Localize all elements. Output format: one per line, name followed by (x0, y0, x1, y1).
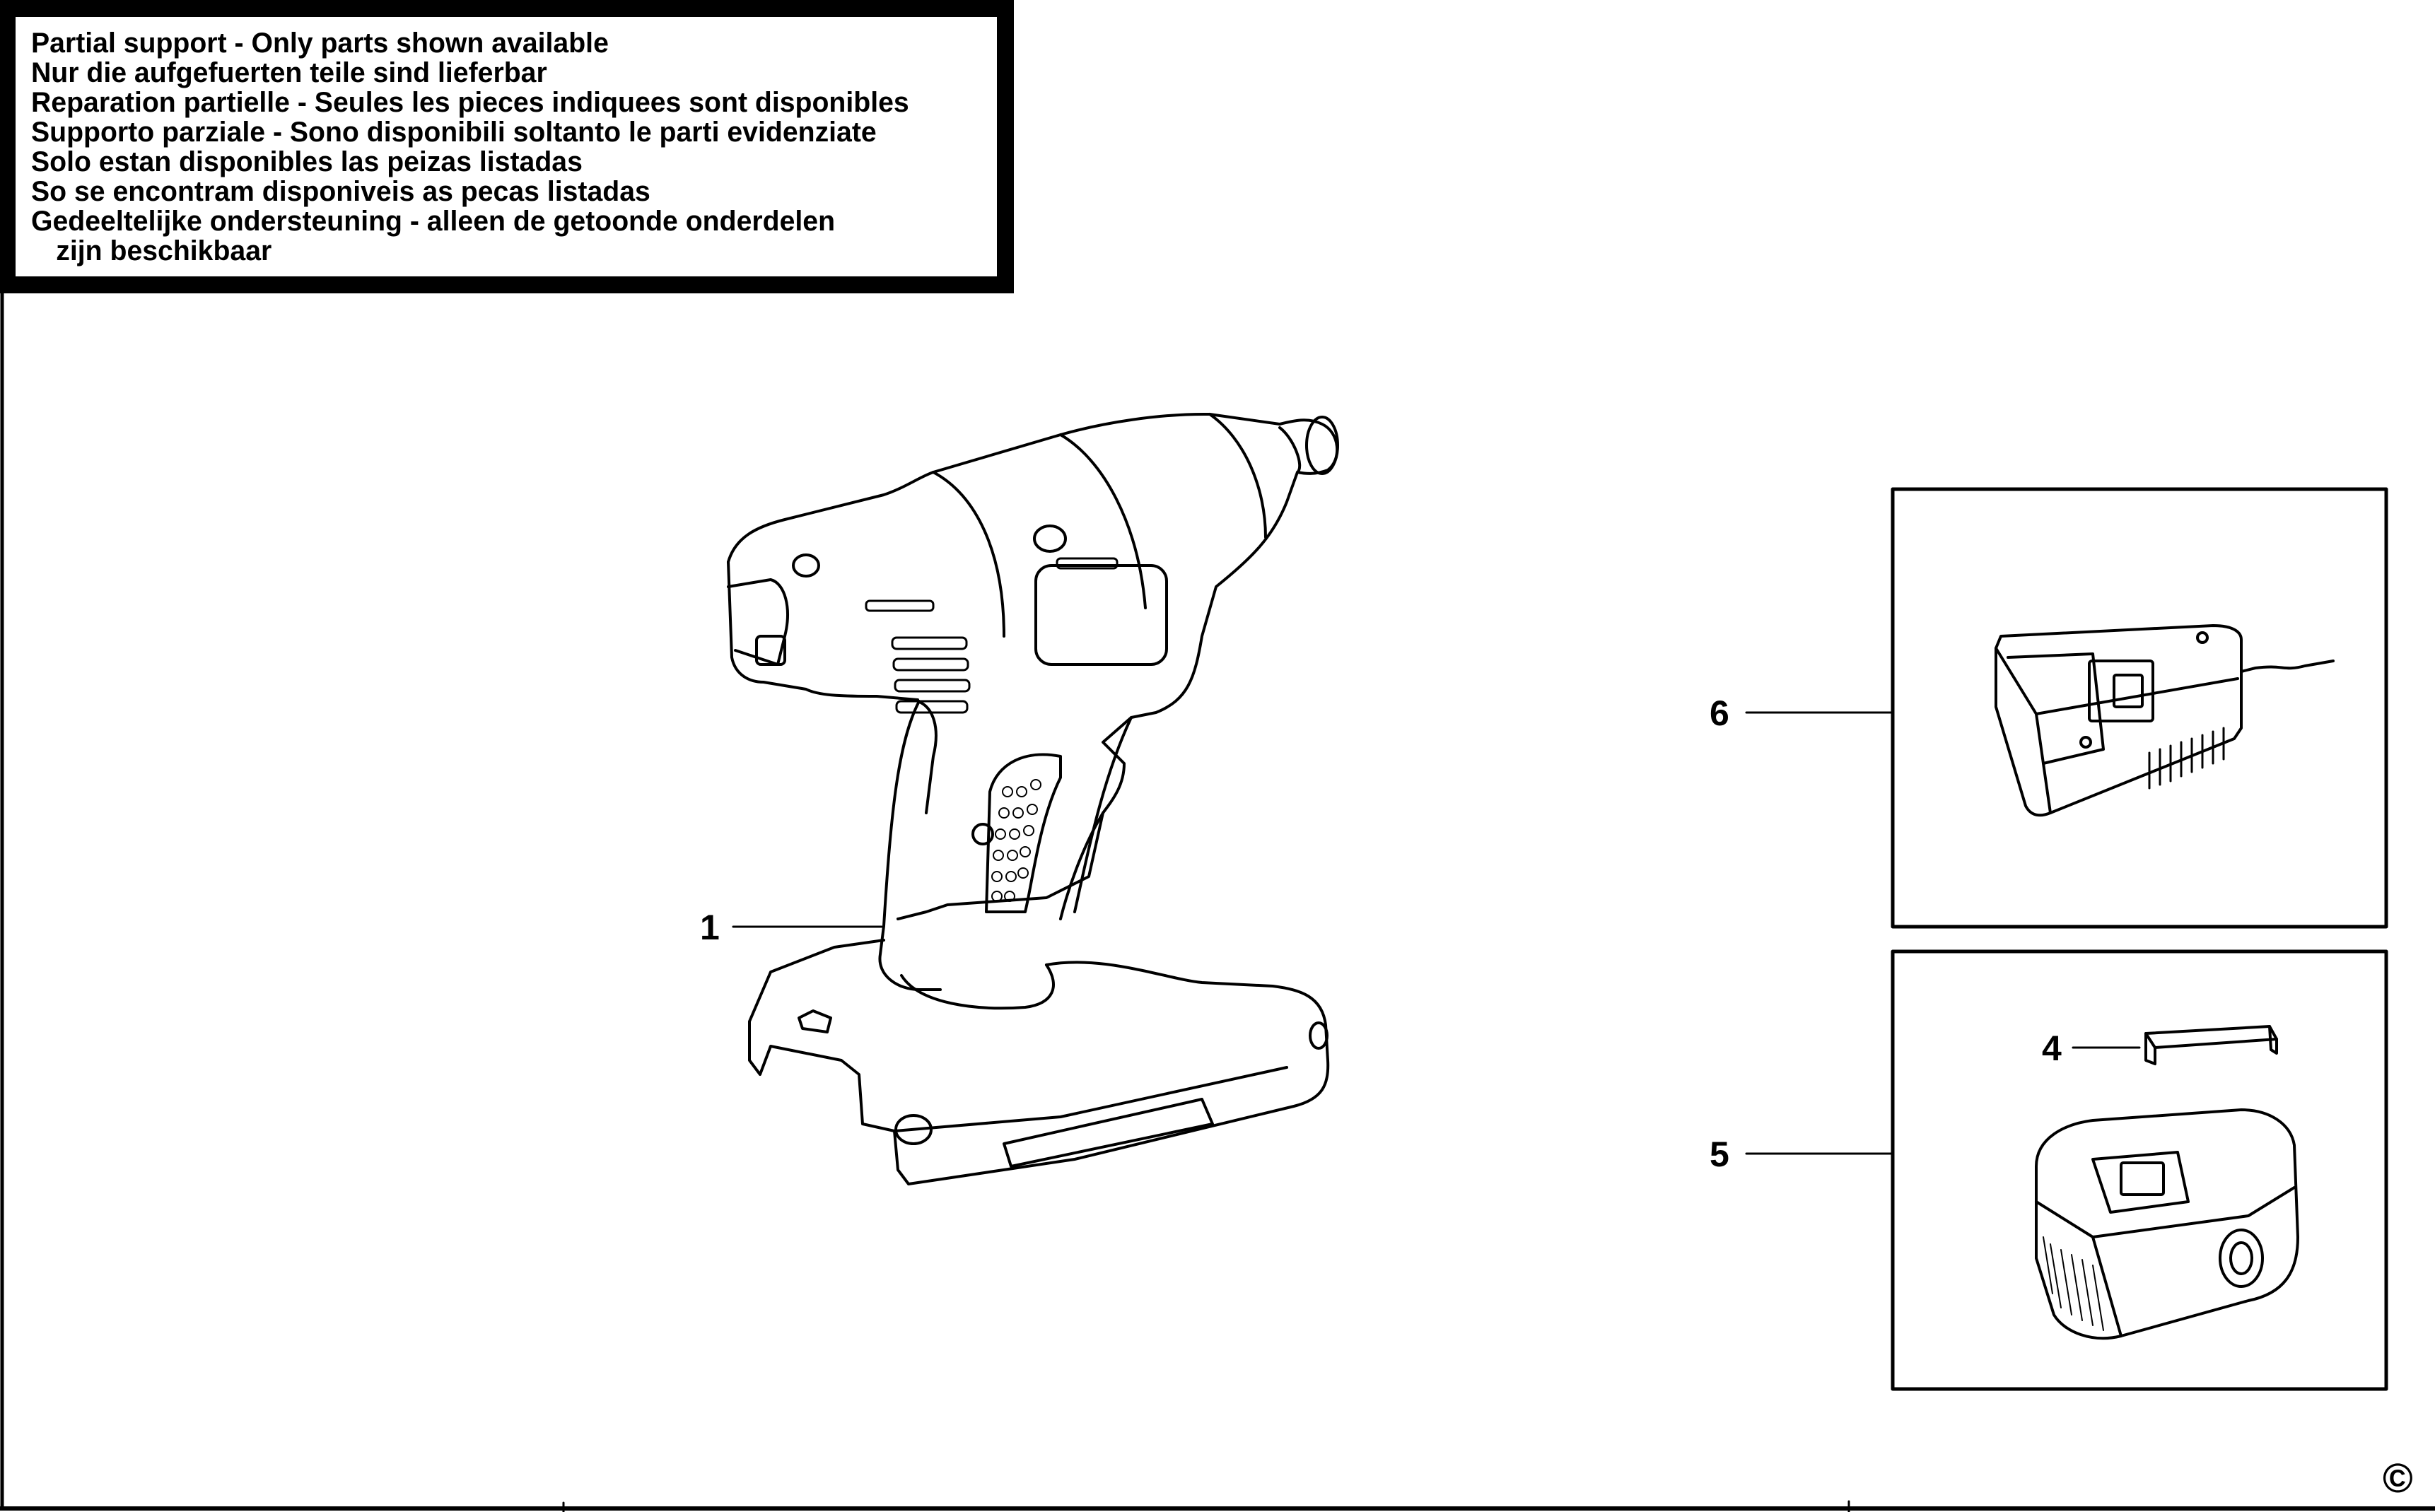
charger-box (1891, 487, 2388, 929)
notice-line-fr: Reparation partielle - Seules les pieces… (31, 87, 909, 118)
page-frame (0, 291, 2435, 1512)
notice-line-en: Partial support - Only parts shown avail… (31, 28, 609, 59)
callout-leaders (732, 711, 2141, 1155)
callout-1-drill-body: 1 (700, 908, 720, 947)
callout-5-battery-adapter: 5 (1710, 1135, 1729, 1174)
battery-adapter-box (1891, 949, 2388, 1391)
notice-line-de: Nur die aufgefuerten teile sind lieferba… (31, 57, 547, 88)
battery-adapter-illustration (2035, 1108, 2299, 1340)
callout-6-charger: 6 (1710, 693, 1729, 733)
notice-line-nl-cont: zijn beschikbaar (56, 235, 272, 266)
grip-texture (991, 779, 1041, 902)
notice-line-nl: Gedeeltelijke ondersteuning - alleen de … (31, 206, 836, 237)
notice-line-pt: So se encontram disponiveis as pecas lis… (31, 176, 650, 207)
impact-driver-illustration (727, 412, 1339, 1185)
callout-4-clip: 4 (2042, 1028, 2062, 1068)
notice-line-es: Solo estan disponibles las peizas listad… (31, 146, 583, 177)
notice-line-it: Supporto parziale - Sono disponibili sol… (31, 117, 877, 148)
vent-slots (865, 557, 1119, 714)
clip-illustration (2144, 1025, 2278, 1065)
charger-illustration (1995, 624, 2335, 817)
copyright-icon: © (2383, 1455, 2413, 1501)
partial-support-notice: Partial support - Only parts shown avail… (0, 0, 1014, 293)
